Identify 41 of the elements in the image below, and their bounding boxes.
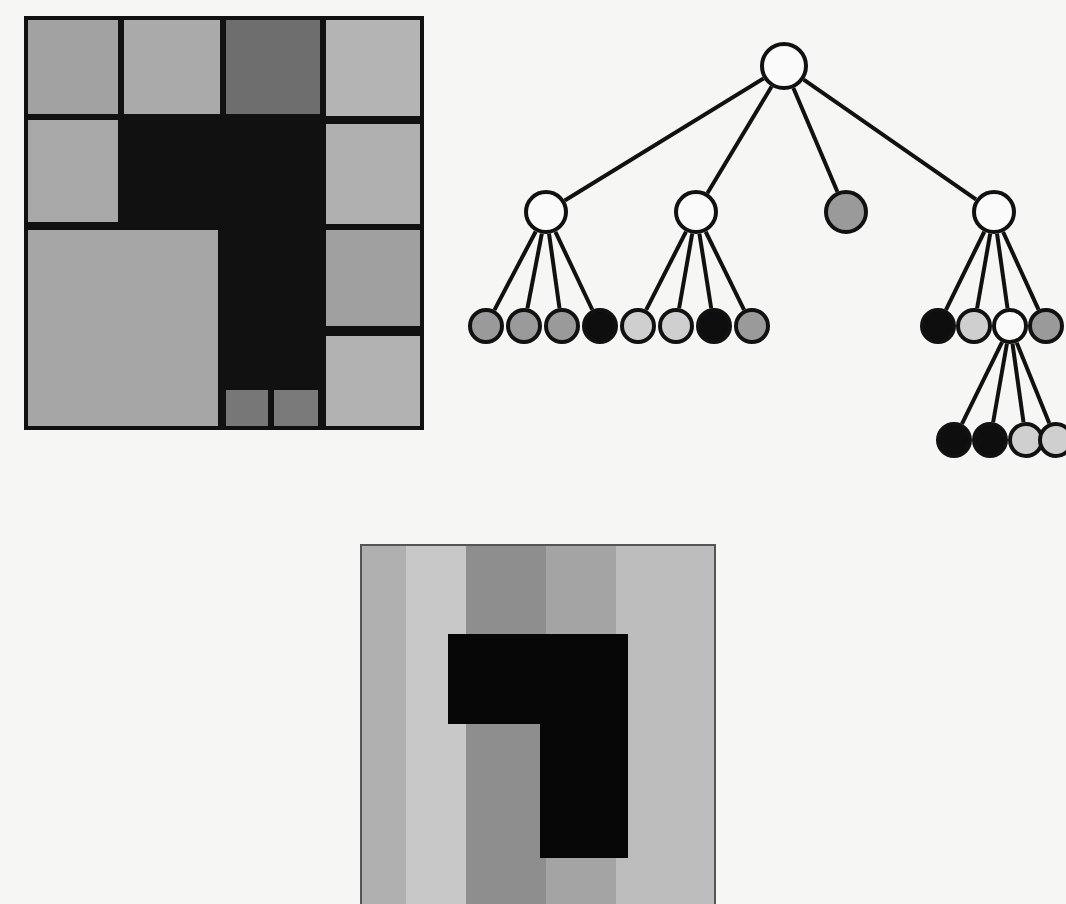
tree-edge bbox=[960, 341, 1004, 425]
tree-edge bbox=[975, 233, 993, 309]
tree-edge bbox=[492, 230, 538, 311]
tree-node-circle bbox=[696, 308, 732, 344]
tree-node-circle bbox=[582, 308, 618, 344]
tree-edge bbox=[991, 343, 1009, 423]
tree-node-circle bbox=[956, 308, 992, 344]
tree-node-circle bbox=[920, 308, 956, 344]
tree-node-circle bbox=[544, 308, 580, 344]
tree-edge bbox=[547, 233, 562, 309]
tree-node-circle bbox=[658, 308, 694, 344]
tree-node-circle bbox=[674, 190, 718, 234]
tree-edge bbox=[944, 230, 987, 311]
tree-edge bbox=[525, 233, 544, 309]
tree-edge bbox=[553, 231, 595, 311]
tree-edge bbox=[563, 76, 765, 203]
tree-node-circle bbox=[972, 190, 1016, 234]
tree-node-circle bbox=[506, 308, 542, 344]
tree-edge bbox=[791, 87, 840, 193]
tree-edge bbox=[1014, 341, 1052, 425]
tree-node-circle bbox=[972, 422, 1008, 458]
tree-node-circle bbox=[992, 308, 1028, 344]
tree-node-circle bbox=[1008, 422, 1044, 458]
tree-node-circle bbox=[1028, 308, 1064, 344]
tree-node-circle bbox=[936, 422, 972, 458]
tree-edge bbox=[677, 233, 695, 309]
tree-edge bbox=[644, 230, 688, 311]
tree-edge bbox=[1001, 231, 1041, 311]
tree-edge bbox=[703, 230, 746, 311]
tree-node-circle bbox=[734, 308, 770, 344]
tree-node-circle bbox=[824, 190, 868, 234]
tree-edge bbox=[1010, 343, 1026, 423]
tree-edge bbox=[802, 78, 978, 202]
tree-node-circle bbox=[620, 308, 656, 344]
tree-node-circle bbox=[760, 42, 808, 90]
tree-edge bbox=[995, 233, 1010, 309]
tree-node-circle bbox=[468, 308, 504, 344]
tree-node-circle bbox=[1038, 422, 1066, 458]
tree-edge bbox=[705, 85, 774, 195]
tree-node-circle bbox=[524, 190, 568, 234]
tree-edge bbox=[697, 233, 714, 309]
